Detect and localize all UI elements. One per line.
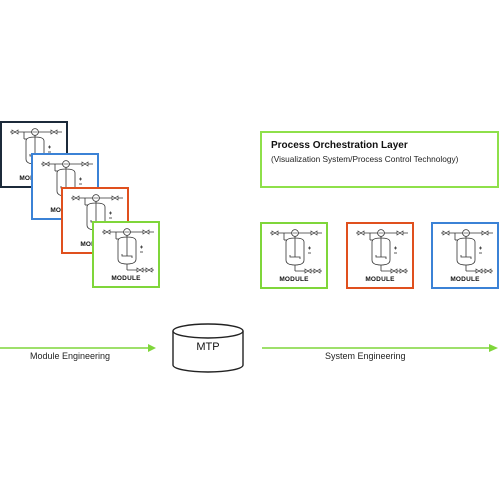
vessel-icon (270, 229, 322, 274)
vessel-icon (102, 228, 154, 273)
process-orchestration-layer-box: Process Orchestration Layer (Visualizati… (260, 131, 499, 188)
module-label: MODULE (450, 276, 480, 283)
module-card: MODULE (92, 221, 160, 288)
database-icon (172, 323, 244, 373)
module-engineering-label: Module Engineering (30, 351, 111, 361)
vessel-icon (441, 229, 493, 274)
orchestration-layer-subtitle: (Visualization System/Process Control Te… (271, 154, 459, 164)
system-engineering-arrow (262, 344, 498, 352)
system-engineering-label: System Engineering (325, 351, 406, 361)
module-card: MODULE (260, 222, 328, 289)
module-engineering-arrow (0, 344, 156, 352)
module-label: MODULE (279, 276, 309, 283)
module-label: MODULE (111, 275, 141, 282)
vessel-icon (356, 229, 408, 274)
mtp-database: MTP (171, 322, 245, 374)
orchestration-layer-title: Process Orchestration Layer (271, 140, 408, 151)
module-label: MODULE (365, 276, 395, 283)
module-card: MODULE (346, 222, 414, 289)
module-card: MODULE (431, 222, 499, 289)
mtp-label: MTP (196, 341, 220, 353)
